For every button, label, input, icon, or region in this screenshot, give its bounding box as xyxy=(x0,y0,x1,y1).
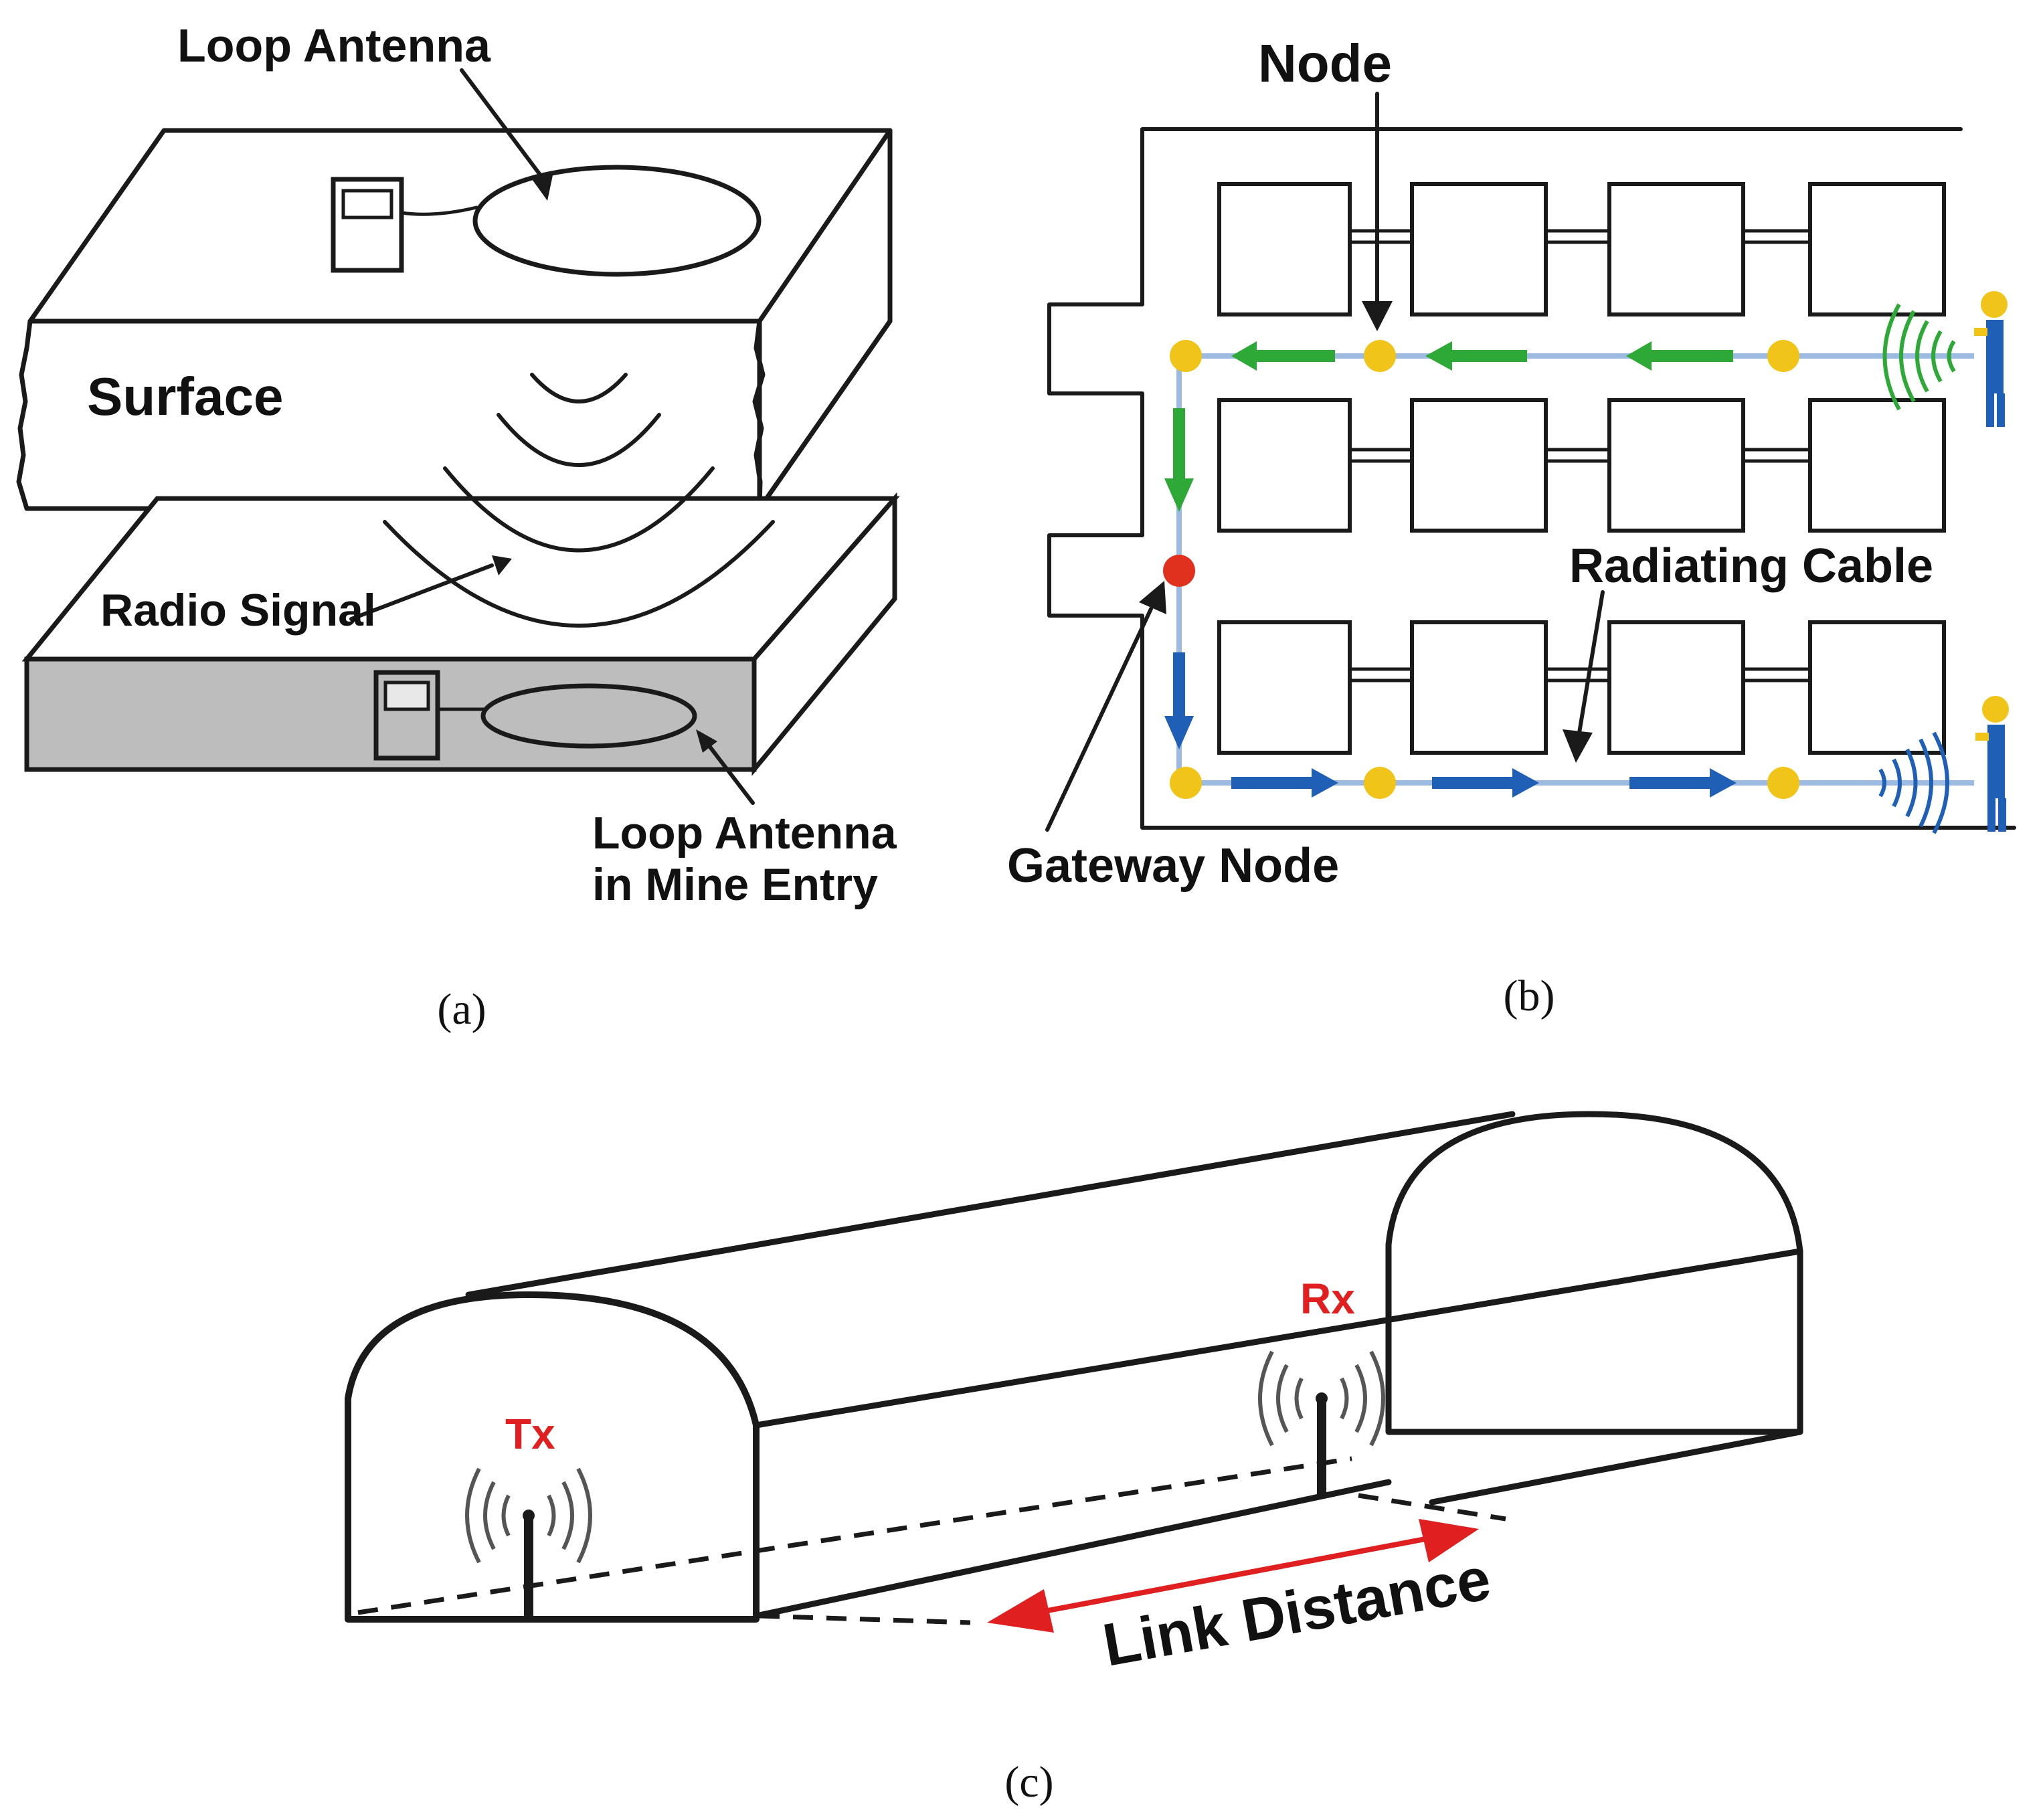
node xyxy=(1364,340,1396,372)
pillar-connectors xyxy=(1350,229,1810,682)
uplink-signal-waves xyxy=(1882,303,1956,411)
loop-antenna-mine-label-line2: in Mine Entry xyxy=(592,859,878,910)
far-tunnel-portal xyxy=(1385,1111,1803,1435)
node-label: Node xyxy=(1258,33,1392,93)
downlink-signal-waves xyxy=(1878,731,1949,834)
loop-antenna-mine-label-line1: Loop Antenna xyxy=(592,808,897,858)
node xyxy=(1767,340,1799,372)
node xyxy=(1767,767,1799,799)
gateway-node-label: Gateway Node xyxy=(1007,839,1339,893)
panel-a-leaders xyxy=(349,68,755,805)
panel-b-leaders xyxy=(1045,92,1605,832)
downlink-arrows xyxy=(1164,652,1737,798)
panel-c-caption: (c) xyxy=(1004,1758,1053,1807)
node xyxy=(1170,767,1202,799)
rx-signal-waves xyxy=(1258,1350,1385,1447)
node xyxy=(1364,767,1396,799)
mine-loop-antenna xyxy=(480,683,697,749)
near-tunnel-portal xyxy=(345,1291,760,1623)
tx-label: Tx xyxy=(505,1410,555,1458)
mine-entry-slab xyxy=(21,492,900,776)
radio-signal-arcs xyxy=(383,373,775,628)
node xyxy=(1170,340,1202,372)
tx-signal-waves xyxy=(465,1467,592,1564)
panel-c: Tx Rx Link Distance (c) xyxy=(345,1111,1803,1807)
worker-bottom xyxy=(1878,696,2009,834)
rx-label: Rx xyxy=(1300,1275,1355,1323)
surface-slab xyxy=(16,128,893,511)
panel-a-caption: (a) xyxy=(437,985,486,1034)
mine-plan-outline xyxy=(1047,127,2016,830)
radiating-cable-label: Radiating Cable xyxy=(1569,539,1933,593)
mine-radio-device xyxy=(373,670,487,761)
panel-a: Loop Antenna Surface Radio Signal Loop A… xyxy=(16,19,900,1034)
radio-signal-label: Radio Signal xyxy=(100,585,376,636)
dashed-floor-lines xyxy=(357,1456,1506,1625)
panel-b-caption: (b) xyxy=(1504,972,1555,1020)
surface-loop-antenna xyxy=(472,165,762,277)
nodes xyxy=(1170,340,1799,799)
gateway-node xyxy=(1163,555,1195,587)
link-distance-arrow xyxy=(987,1519,1479,1633)
rx-antenna xyxy=(1258,1350,1385,1495)
uplink-arrows xyxy=(1164,341,1733,512)
tx-antenna xyxy=(465,1467,592,1619)
surface-radio-device xyxy=(331,177,478,273)
pillars xyxy=(1217,182,1946,755)
tunnel-edges xyxy=(465,1111,1803,1619)
surface-label: Surface xyxy=(87,367,283,426)
panel-b: Node Radiating Cable Gateway Node (b) xyxy=(1007,33,2016,1020)
loop-antenna-label: Loop Antenna xyxy=(177,19,491,72)
worker-top xyxy=(1882,291,2008,427)
